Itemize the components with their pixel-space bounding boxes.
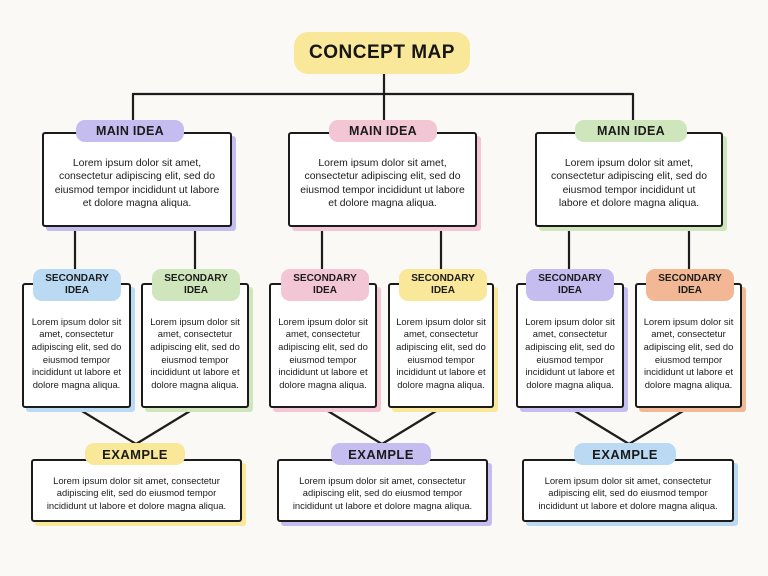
- example-text: Lorem ipsum dolor sit amet, consectetur …: [292, 474, 473, 511]
- example-text: Lorem ipsum dolor sit amet, consectetur …: [46, 474, 227, 511]
- connector-sec-example: [75, 406, 138, 446]
- main-idea-label: MAIN IDEA: [329, 120, 437, 142]
- main-idea-box: Lorem ipsum dolor sit amet, consectetur …: [535, 132, 723, 227]
- example-label: EXAMPLE: [85, 443, 185, 465]
- main-idea-text: Lorem ipsum dolor sit amet, consectetur …: [54, 157, 220, 209]
- secondary-idea-text: Lorem ipsum dolor sit amet, consectetur …: [643, 315, 734, 390]
- secondary-idea-text: Lorem ipsum dolor sit amet, consectetur …: [525, 315, 615, 390]
- example-label: EXAMPLE: [331, 443, 431, 465]
- secondary-idea-label: SECONDARY IDEA: [646, 269, 734, 301]
- main-idea-box: Lorem ipsum dolor sit amet, consectetur …: [288, 132, 477, 227]
- connector-sec-example: [134, 406, 197, 446]
- example-box: Lorem ipsum dolor sit amet, consectetur …: [522, 459, 734, 522]
- connector-sec-example: [627, 406, 690, 446]
- secondary-idea-label: SECONDARY IDEA: [152, 269, 240, 301]
- secondary-idea-box: Lorem ipsum dolor sit amet, consectetur …: [516, 283, 624, 408]
- example-text: Lorem ipsum dolor sit amet, consectetur …: [538, 474, 718, 511]
- connector-sec-example: [568, 406, 631, 446]
- main-idea-text: Lorem ipsum dolor sit amet, consectetur …: [551, 157, 707, 209]
- secondary-idea-label: SECONDARY IDEA: [526, 269, 614, 301]
- secondary-idea-text: Lorem ipsum dolor sit amet, consectetur …: [396, 315, 486, 390]
- connector-sec-example: [321, 406, 384, 446]
- secondary-idea-text: Lorem ipsum dolor sit amet, consectetur …: [278, 315, 368, 390]
- example-label: EXAMPLE: [574, 443, 676, 465]
- main-idea-label: MAIN IDEA: [575, 120, 687, 142]
- page-title: CONCEPT MAP: [294, 32, 470, 74]
- secondary-idea-box: Lorem ipsum dolor sit amet, consectetur …: [635, 283, 742, 408]
- secondary-idea-text: Lorem ipsum dolor sit amet, consectetur …: [150, 315, 240, 390]
- secondary-idea-box: Lorem ipsum dolor sit amet, consectetur …: [269, 283, 377, 408]
- example-box: Lorem ipsum dolor sit amet, consectetur …: [277, 459, 488, 522]
- secondary-idea-label: SECONDARY IDEA: [281, 269, 369, 301]
- example-box: Lorem ipsum dolor sit amet, consectetur …: [31, 459, 242, 522]
- main-idea-text: Lorem ipsum dolor sit amet, consectetur …: [300, 157, 465, 209]
- secondary-idea-box: Lorem ipsum dolor sit amet, consectetur …: [141, 283, 249, 408]
- connector-sec-example: [380, 406, 443, 446]
- secondary-idea-text: Lorem ipsum dolor sit amet, consectetur …: [31, 315, 122, 390]
- secondary-idea-box: Lorem ipsum dolor sit amet, consectetur …: [388, 283, 494, 408]
- main-idea-label: MAIN IDEA: [76, 120, 184, 142]
- secondary-idea-box: Lorem ipsum dolor sit amet, consectetur …: [22, 283, 131, 408]
- secondary-idea-label: SECONDARY IDEA: [33, 269, 121, 301]
- main-idea-box: Lorem ipsum dolor sit amet, consectetur …: [42, 132, 232, 227]
- secondary-idea-label: SECONDARY IDEA: [399, 269, 487, 301]
